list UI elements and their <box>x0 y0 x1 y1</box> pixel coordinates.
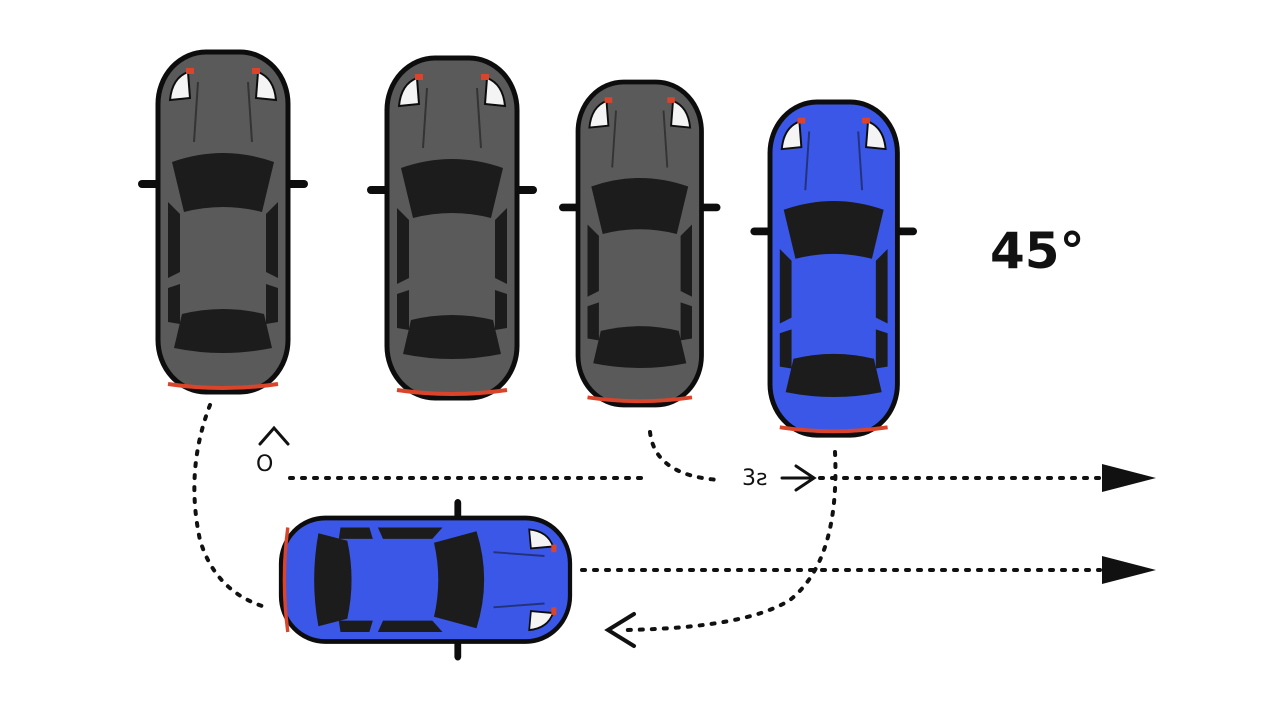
parked-car-2 <box>367 58 537 398</box>
arrow-left-lower-icon <box>604 612 636 648</box>
arrow-right-lower-icon <box>1102 556 1156 584</box>
start-marker-label: O <box>256 452 274 477</box>
arrow-right-upper-icon <box>1102 464 1156 492</box>
path-curve-left <box>192 403 264 608</box>
caret-up-icon <box>258 425 290 446</box>
parked-car-1 <box>138 52 308 392</box>
angle-label: 45° <box>990 222 1085 280</box>
mid-marker-label: 3ƨ <box>742 466 768 491</box>
path-lines <box>192 403 1102 632</box>
path-curve-right <box>623 450 838 632</box>
arrow-right-mid-icon <box>780 464 817 492</box>
moving-car-blue <box>281 499 570 661</box>
parked-car-4-blue <box>750 102 917 435</box>
path-curve-mid <box>648 430 722 482</box>
parked-car-3 <box>559 82 721 405</box>
